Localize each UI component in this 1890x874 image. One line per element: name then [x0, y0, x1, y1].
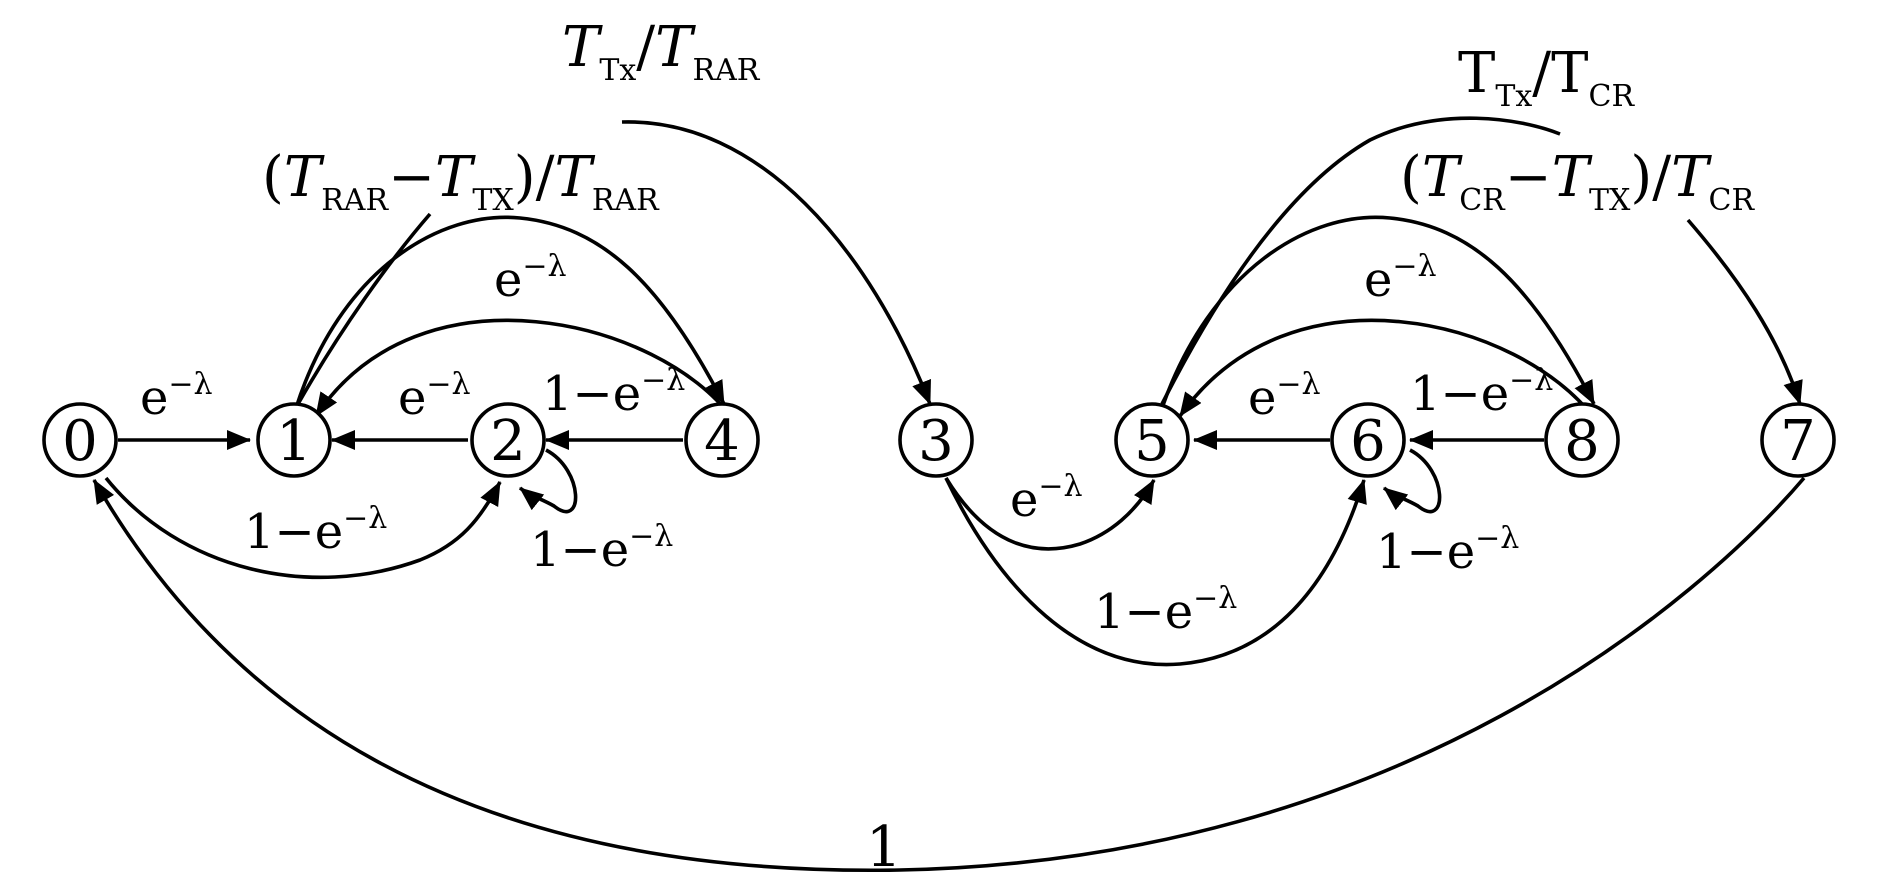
label-edge-2-self-loop: 1−e−λ [530, 519, 673, 578]
svg-text:5: 5 [1134, 409, 1170, 474]
state-node-0: 0 [42, 402, 118, 478]
label-tcr-minus-ttx-over-tcr: (TCR−TTX)/TCR [1400, 145, 1755, 218]
label-edge-0-to-2: 1−e−λ [244, 501, 387, 560]
edge-5-to-7 [1160, 116, 1800, 404]
edge-1-to-4 [294, 215, 726, 409]
svg-text:2: 2 [490, 409, 526, 474]
state-node-4: 4 [684, 402, 760, 478]
label-edge-3-to-5: e−λ [1010, 469, 1083, 528]
label-edge-6-to-5: e−λ [1248, 367, 1321, 426]
edge-3-to-5 [944, 477, 1156, 551]
label-edge-4-to-2: 1−e−λ [542, 363, 685, 422]
svg-text:8: 8 [1564, 409, 1600, 474]
edge-8-to-5 [1178, 318, 1596, 420]
label-edge-8-to-6: 1−e−λ [1410, 363, 1553, 422]
edge-3-to-6 [944, 477, 1367, 667]
state-node-1: 1 [256, 402, 332, 478]
label-trar-minus-ttx-over-trar: (TRAR−TTX)/TRAR [262, 145, 660, 218]
edge-6-self-loop [1382, 448, 1442, 514]
svg-text:4: 4 [704, 409, 740, 474]
svg-text:3: 3 [918, 409, 954, 474]
label-tx-over-trar: TTx/TRAR [562, 15, 761, 88]
label-edge-0-to-1: e−λ [140, 367, 213, 426]
label-tx-over-tcr: TTx/TCR [1458, 41, 1635, 114]
svg-text:7: 7 [1780, 409, 1816, 474]
state-node-6: 6 [1330, 402, 1406, 478]
state-node-7: 7 [1760, 402, 1836, 478]
state-node-8: 8 [1544, 402, 1620, 478]
label-edge-3-to-6: 1−e−λ [1094, 581, 1237, 640]
state-node-2: 2 [470, 402, 546, 478]
svg-text:6: 6 [1350, 409, 1386, 474]
svg-text:1: 1 [276, 409, 312, 474]
label-edge-7-to-0: 1 [866, 815, 902, 874]
label-edge-4-to-1: e−λ [494, 249, 567, 308]
edge-0-to-2 [104, 476, 502, 580]
label-edge-2-to-1: e−λ [398, 367, 471, 426]
label-edge-6-self-loop: 1−e−λ [1376, 521, 1519, 580]
label-edge-8-to-5: e−λ [1364, 249, 1437, 308]
state-node-5: 5 [1114, 402, 1190, 478]
edge-7-to-0 [92, 476, 1806, 873]
edge-1-to-3 [296, 120, 930, 404]
state-node-3: 3 [898, 402, 974, 478]
edge-2-self-loop [518, 448, 578, 514]
svg-text:0: 0 [62, 409, 98, 474]
edge-4-to-1 [314, 318, 734, 420]
